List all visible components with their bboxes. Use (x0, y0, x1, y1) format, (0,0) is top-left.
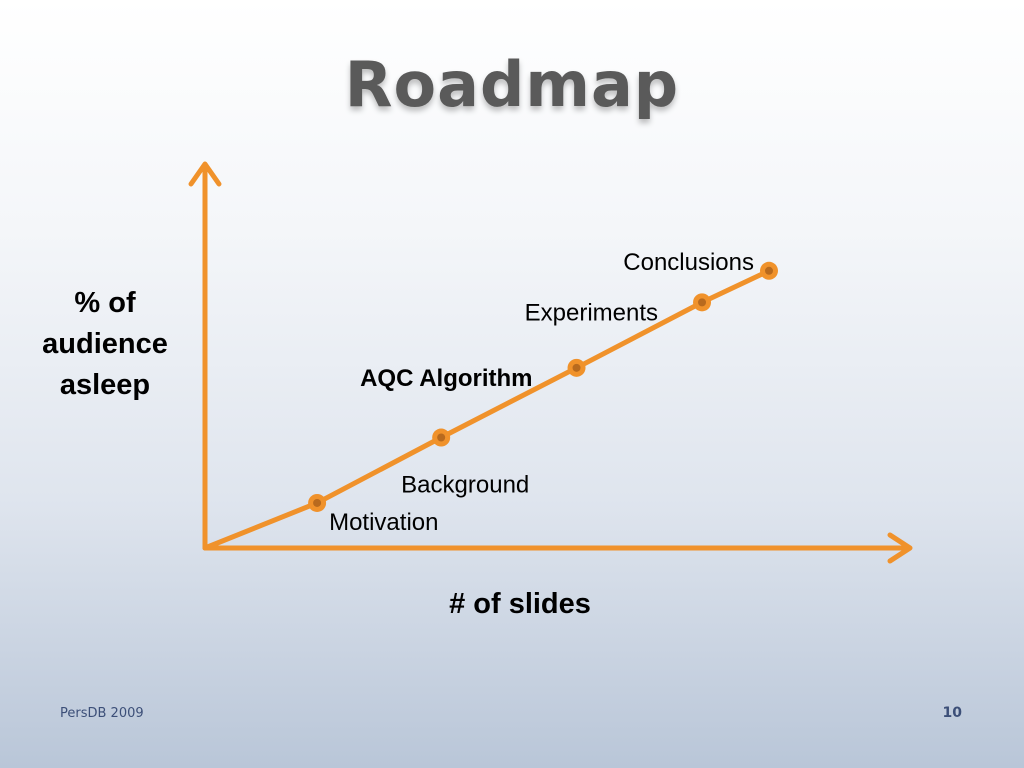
x-axis-arrowhead (887, 532, 913, 564)
page-number: 10 (942, 705, 962, 721)
x-axis-label: # of slides (449, 588, 591, 620)
y-axis-arrowhead (188, 161, 222, 187)
data-point-3 (567, 358, 586, 377)
data-point-4 (693, 293, 712, 312)
data-label-4: Experiments (525, 299, 658, 326)
series-line (202, 268, 772, 551)
data-label-2: Background (401, 472, 529, 499)
data-label-1: Motivation (329, 509, 438, 536)
y-axis-label-line-3: asleep (59, 369, 151, 401)
label-layer: Motivation Background AQC Algorithm Experim… (329, 249, 754, 536)
data-label-3: AQC Algorithm (360, 365, 532, 392)
y-axis-label-line-2: audience (42, 328, 168, 360)
data-label-5: Conclusions (623, 249, 754, 276)
slide-title: Roadmap (344, 48, 680, 121)
chart-axes (188, 161, 913, 564)
data-point-1 (308, 493, 327, 512)
series-layer (202, 268, 772, 551)
marker-layer (308, 261, 778, 512)
footer-conference: PersDB 2009 (60, 706, 144, 721)
y-axis-label: % of audience asleep (20, 283, 190, 406)
y-axis-label-line-1: % of (74, 287, 136, 319)
data-point-2 (432, 428, 451, 447)
data-point-5 (760, 261, 778, 280)
